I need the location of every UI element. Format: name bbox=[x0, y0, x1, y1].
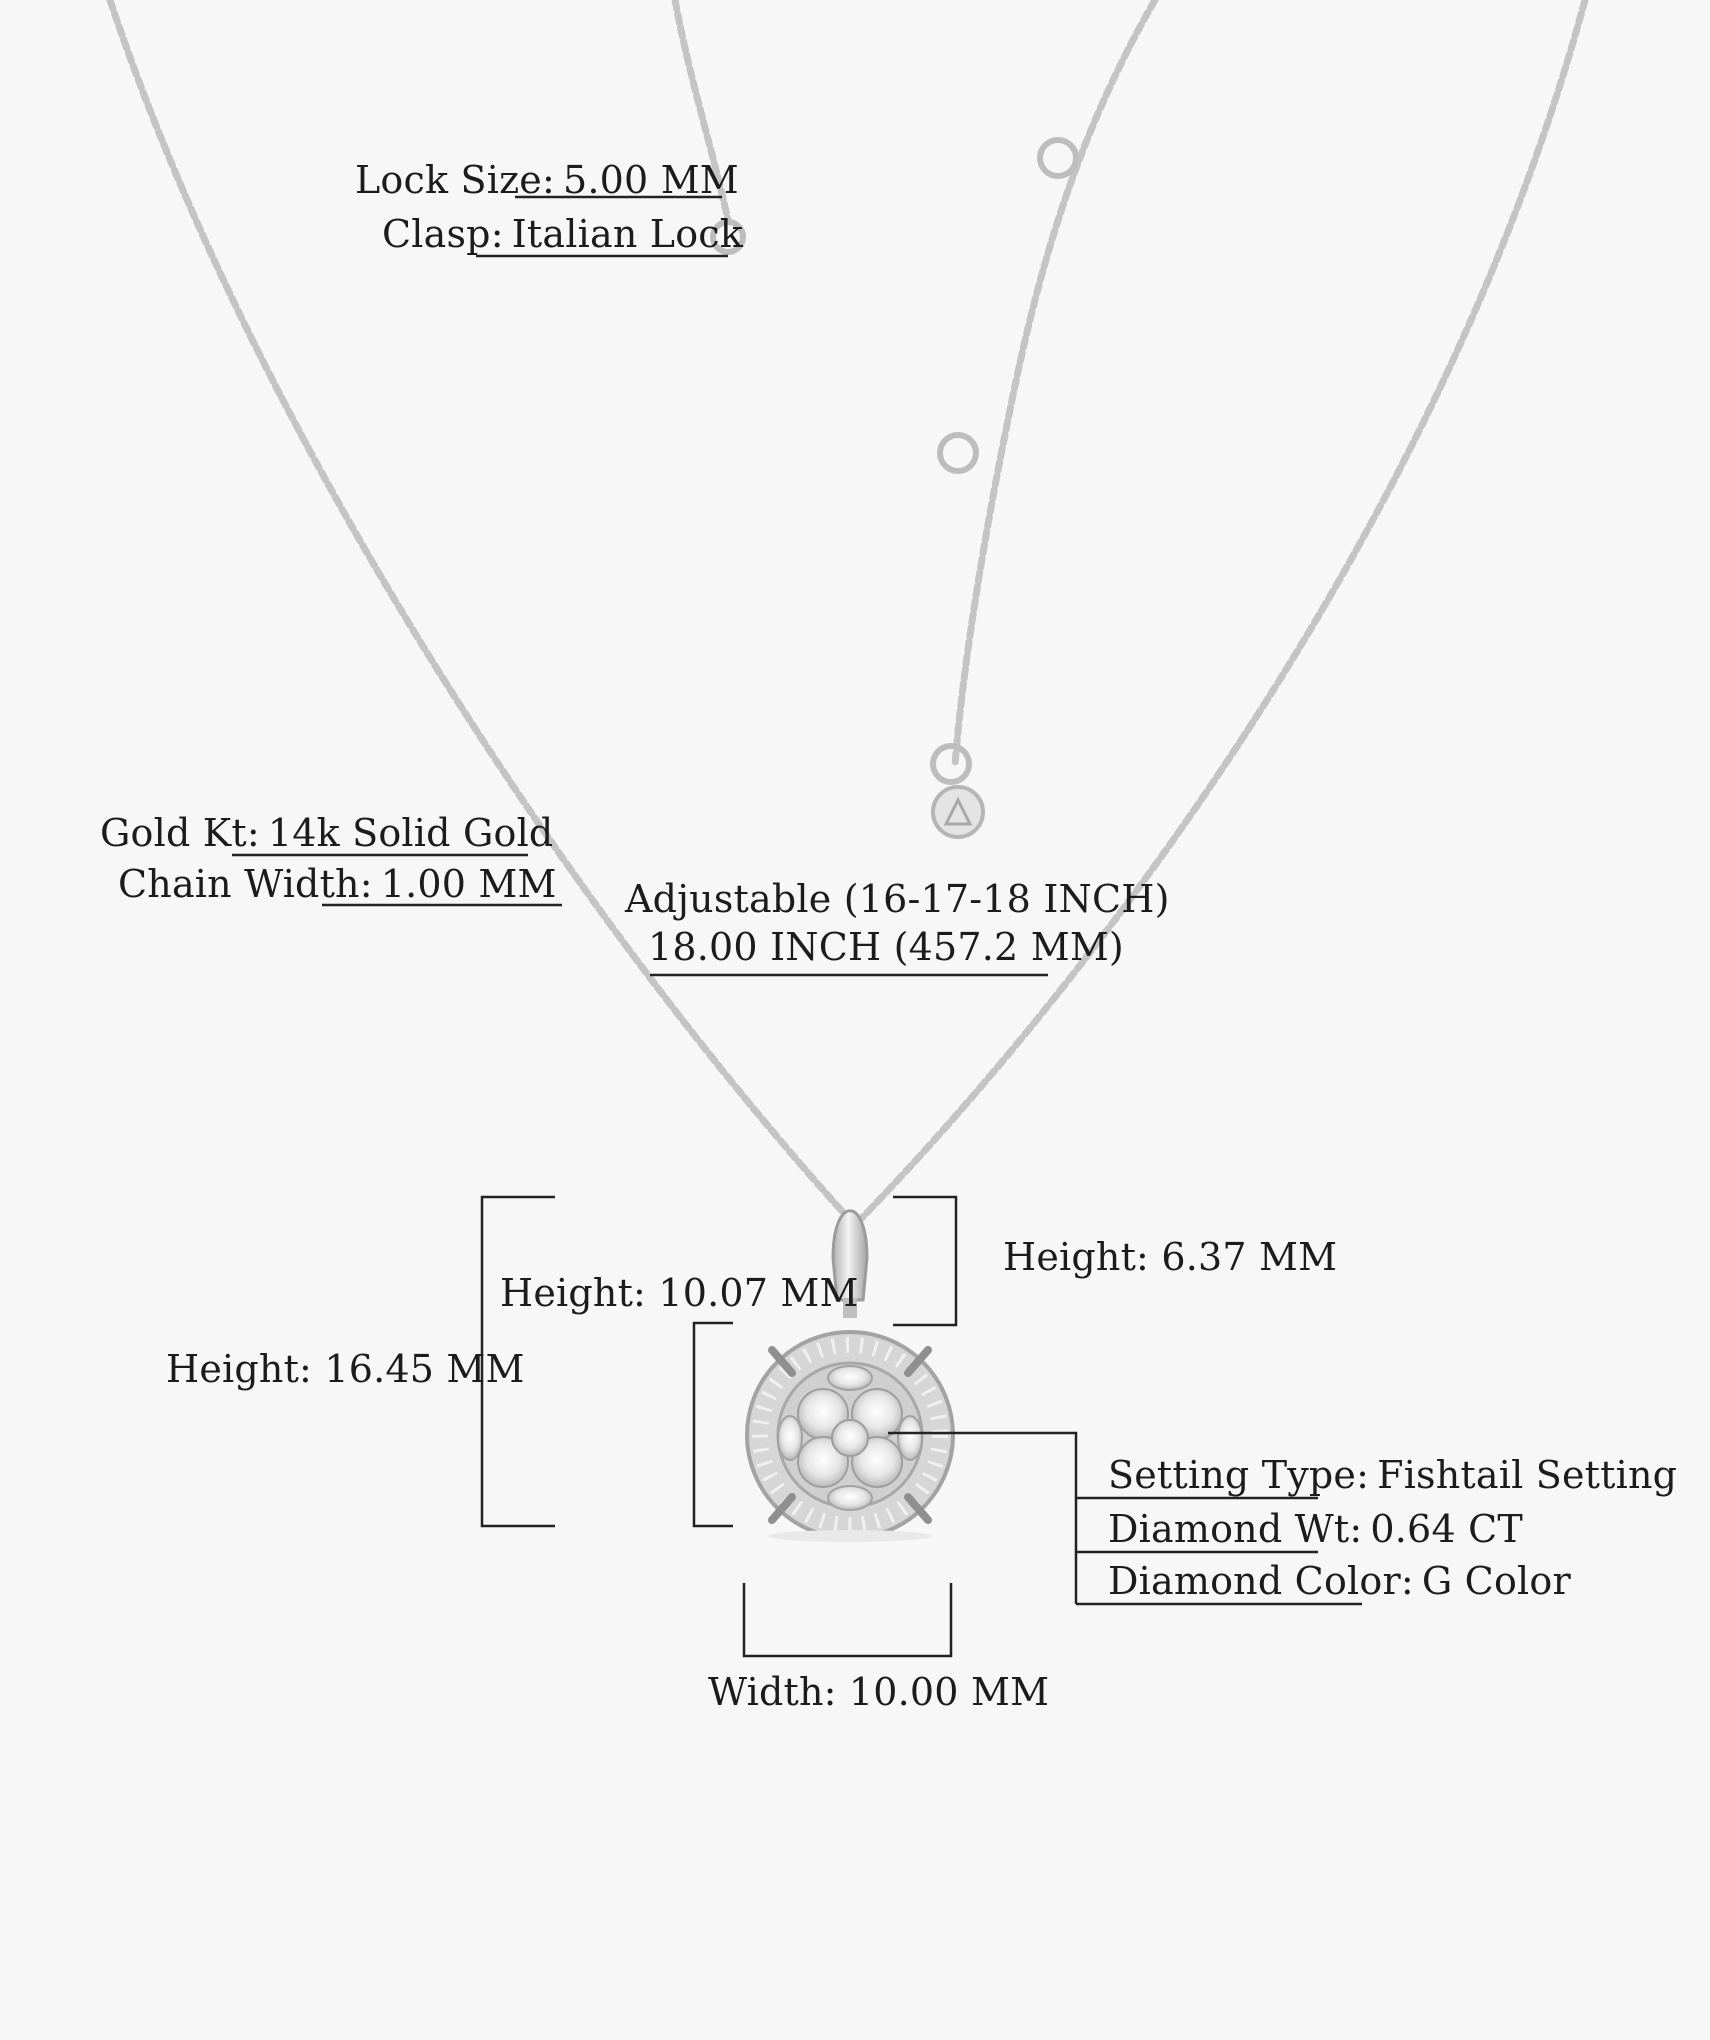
lock-size-label: Lock Size: bbox=[355, 158, 555, 202]
gold-kt-value: 14k Solid Gold bbox=[267, 811, 554, 855]
adjustable-length: Adjustable (16-17-18 INCH) bbox=[625, 877, 1170, 921]
diamond-color-label: Diamond Color: bbox=[1108, 1559, 1414, 1603]
stone-leader bbox=[888, 1431, 1078, 1604]
prongs bbox=[768, 1346, 932, 1524]
chain-width-value: 1.00 MM bbox=[380, 862, 557, 906]
extender-ring-top bbox=[1037, 137, 1079, 179]
bail-height-bracket bbox=[893, 1195, 958, 1327]
setting-type-label: Setting Type: bbox=[1108, 1453, 1370, 1497]
chain-width-label: Chain Width: bbox=[118, 862, 373, 906]
bail-height-label: Height: 6.37 MM bbox=[1003, 1235, 1338, 1279]
setting-type-value: Fishtail Setting bbox=[1377, 1453, 1678, 1497]
diamond-color-spec: Diamond Color:G Color bbox=[1108, 1559, 1571, 1603]
width-bracket bbox=[742, 1583, 953, 1658]
bail bbox=[831, 1209, 869, 1302]
clasp-ring bbox=[710, 219, 746, 255]
diamond-wt-value: 0.64 CT bbox=[1370, 1507, 1523, 1551]
chain-left bbox=[106, 0, 854, 1224]
chain-right bbox=[856, 0, 1589, 1224]
total-height-label: Height: 16.45 MM bbox=[166, 1347, 525, 1391]
chain-width-spec: Chain Width:1.00 MM bbox=[118, 862, 557, 906]
pendant bbox=[745, 1209, 955, 1542]
diamond-wt-spec: Diamond Wt:0.64 CT bbox=[1108, 1507, 1523, 1551]
width-label: Width: 10.00 MM bbox=[708, 1670, 1050, 1714]
chain-group bbox=[106, 0, 1589, 1224]
setting-type-spec: Setting Type:Fishtail Setting bbox=[1108, 1453, 1677, 1497]
total-height-bracket bbox=[480, 1195, 555, 1528]
extender-ring-bottom bbox=[930, 743, 972, 785]
lock-size-spec: Lock Size:5.00 MM bbox=[355, 158, 739, 202]
gold-kt-spec: Gold Kt:14k Solid Gold bbox=[100, 811, 553, 855]
chain-length: 18.00 INCH (457.2 MM) bbox=[648, 925, 1124, 969]
clasp-value: Italian Lock bbox=[511, 212, 743, 256]
lock-size-value: 5.00 MM bbox=[563, 158, 739, 202]
diamond-wt-label: Diamond Wt: bbox=[1108, 1507, 1363, 1551]
gold-kt-label: Gold Kt: bbox=[100, 811, 260, 855]
extender-chain bbox=[951, 0, 1159, 769]
center-cluster bbox=[777, 1365, 923, 1511]
head-height-label: Height: 10.07 MM bbox=[500, 1271, 859, 1315]
head-height-bracket bbox=[692, 1321, 733, 1528]
dimension-lines bbox=[232, 195, 1362, 1658]
clasp-spec: Clasp:Italian Lock bbox=[382, 212, 743, 256]
extender-ring-middle bbox=[937, 432, 979, 474]
clasp-label: Clasp: bbox=[382, 212, 504, 256]
diamond-color-value: G Color bbox=[1421, 1559, 1571, 1603]
chain-clasp-segment bbox=[671, 0, 732, 224]
extender-tag bbox=[931, 785, 985, 839]
